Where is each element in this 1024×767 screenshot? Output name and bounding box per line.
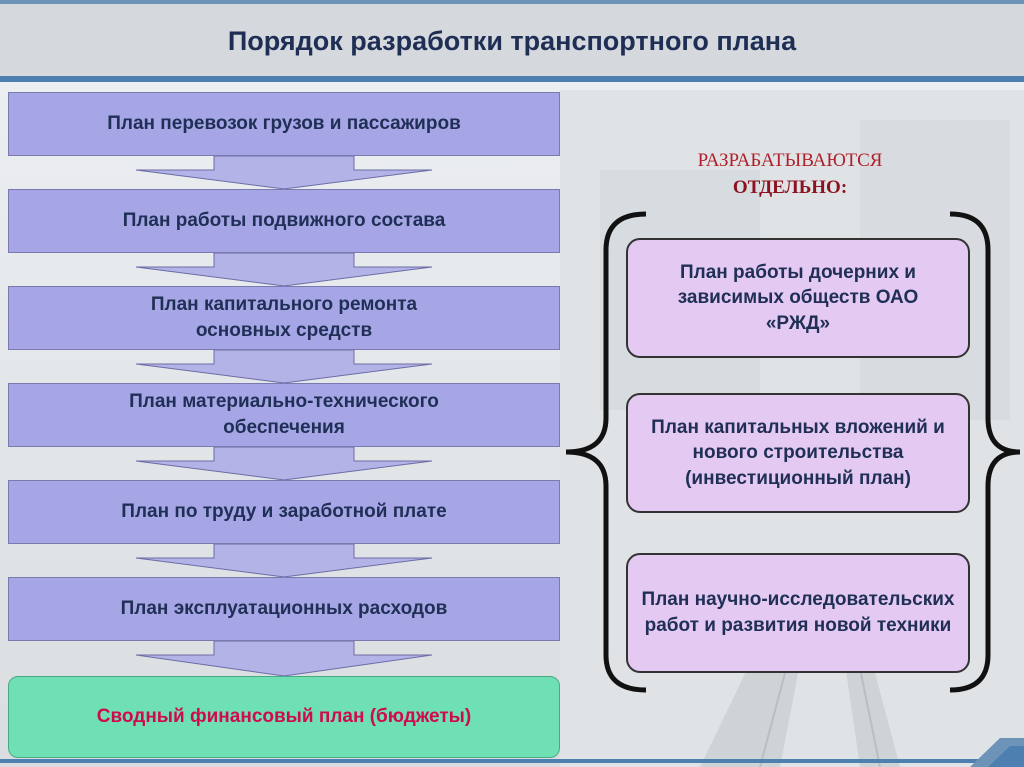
left-curly-bracket xyxy=(565,211,647,693)
plan-cargo-passenger-box: План перевозок грузов и пассажиров xyxy=(8,92,560,156)
page-title: Порядок разработки транспортного плана xyxy=(227,26,797,56)
plan-capital-repair-box: План капитального ремонта основных средс… xyxy=(8,286,560,350)
budget-label: Сводный финансовый план (бюджеты) xyxy=(96,706,472,728)
note-line-1: РАЗРАБАТЫВАЮТСЯ xyxy=(697,150,883,171)
plan-research-box: План научно-исследовательских работ и ра… xyxy=(626,553,970,673)
down-arrow xyxy=(135,446,433,481)
down-arrow xyxy=(135,252,433,287)
plan-operating-expenses-box: План эксплуатационных расходов xyxy=(8,577,560,641)
plan-subsidiaries-box: План работы дочерних и зависимых обществ… xyxy=(626,238,970,358)
down-arrow xyxy=(135,543,433,578)
separately-note: РАЗРАБАТЫВАЮТСЯ ОТДЕЛЬНО: xyxy=(670,148,910,201)
note-line-2: ОТДЕЛЬНО: xyxy=(732,176,848,198)
down-arrow xyxy=(135,349,433,384)
corner-decoration xyxy=(970,738,1024,767)
plan-label: План работы дочерних и зависимых обществ… xyxy=(677,261,919,334)
down-arrow xyxy=(135,155,433,190)
plan-label: План перевозок грузов и пассажиров xyxy=(107,113,461,135)
footer-strip xyxy=(0,759,1024,763)
plan-label: План капитальных вложений и нового строи… xyxy=(651,416,945,489)
plan-material-supply-box: План материально-технического обеспечени… xyxy=(8,383,560,447)
plan-label: План научно-исследовательских работ и ра… xyxy=(641,589,955,636)
down-arrow xyxy=(135,640,433,677)
plan-label: План работы подвижного состава xyxy=(122,210,446,232)
plan-label: План материально-технического обеспечени… xyxy=(129,391,439,438)
header-bar: Порядок разработки транспортного плана xyxy=(0,0,1024,82)
plan-label: План по труду и заработной плате xyxy=(121,501,447,523)
right-curly-bracket xyxy=(949,211,1021,693)
plan-label: План эксплуатационных расходов xyxy=(120,598,448,620)
plan-labor-wages-box: План по труду и заработной плате xyxy=(8,480,560,544)
plan-label: План капитального ремонта основных средс… xyxy=(150,294,418,341)
plan-rolling-stock-box: План работы подвижного состава xyxy=(8,189,560,253)
plan-investment-box: План капитальных вложений и нового строи… xyxy=(626,393,970,513)
consolidated-budget-box: Сводный финансовый план (бюджеты) xyxy=(8,676,560,758)
